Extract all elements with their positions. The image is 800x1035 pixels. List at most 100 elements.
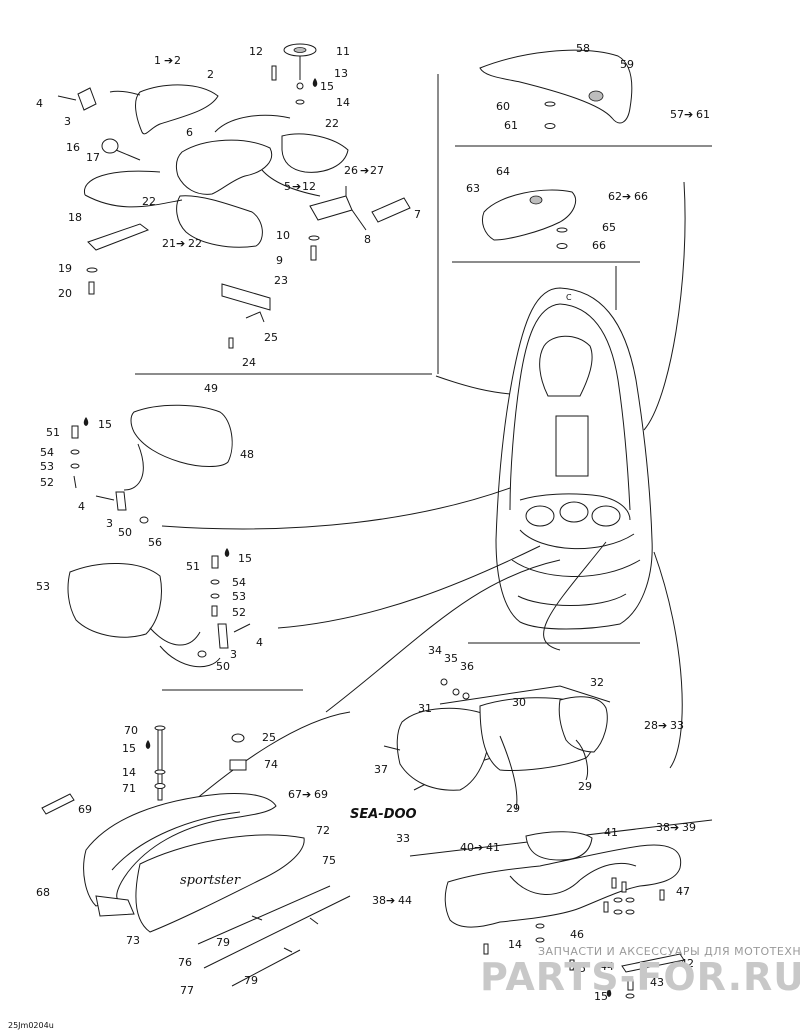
callout-27: 27 <box>370 164 384 177</box>
callout-13: 13 <box>334 67 348 80</box>
callout-53: 53 <box>40 460 54 473</box>
callout-38-b: 38 <box>372 894 386 907</box>
callout-75: 75 <box>322 854 336 867</box>
seat-assembly: SEA-DOO <box>350 678 611 822</box>
part-68-endcap <box>95 895 135 917</box>
callout-4: 4 <box>36 97 43 110</box>
callout-4-c: 4 <box>256 636 263 649</box>
callout-15-e: 15 <box>594 990 608 1003</box>
callout-11: 11 <box>336 45 350 58</box>
callout-59: 59 <box>620 58 634 71</box>
callout-74: 74 <box>264 758 278 771</box>
callout-45: 45 <box>572 962 586 975</box>
part-22-lower-pad <box>176 195 263 248</box>
callout-18: 18 <box>68 211 82 224</box>
svg-text:C: C <box>566 293 572 302</box>
callout-64: 64 <box>496 165 510 178</box>
callout-8: 8 <box>364 233 371 246</box>
callout-6: 6 <box>186 126 193 139</box>
callout-51: 51 <box>46 426 60 439</box>
callout-34: 34 <box>428 644 442 657</box>
callout-4-b: 4 <box>78 500 85 513</box>
callout-40: 40 <box>460 841 474 854</box>
part-6-backrest <box>175 139 272 195</box>
callout-32: 32 <box>590 676 604 689</box>
callout-69: 69 <box>78 803 92 816</box>
callout-54: 54 <box>40 446 54 459</box>
side-panel-group: sportster <box>41 725 351 987</box>
callout-20: 20 <box>58 287 72 300</box>
callout-7: 7 <box>414 208 421 221</box>
callout-9: 9 <box>276 254 283 267</box>
callout-19: 19 <box>58 262 72 275</box>
callout-67: 67 <box>288 788 302 801</box>
part-2-bolster <box>135 84 219 135</box>
sportster-script-text: sportster <box>180 873 241 888</box>
part-23-bracket <box>221 283 271 311</box>
callout-15-d: 15 <box>122 742 136 755</box>
arrow-26-27: ➔ <box>360 164 369 177</box>
callout-25-b: 25 <box>262 731 276 744</box>
callout-61: 61 <box>504 119 518 132</box>
arrow-67-69: ➔ <box>302 788 311 801</box>
callout-15: 15 <box>320 80 334 93</box>
callout-63: 63 <box>466 182 480 195</box>
callout-62: 62 <box>608 190 622 203</box>
arrow-5-12: ➔ <box>292 180 301 193</box>
callout-66: 66 <box>592 239 606 252</box>
arrow-57-61: ➔ <box>684 108 693 121</box>
storage-covers <box>479 49 633 249</box>
callout-52: 52 <box>40 476 54 489</box>
lower-seat-group <box>444 831 685 999</box>
part-63-cover <box>481 189 576 241</box>
callout-50: 50 <box>118 526 132 539</box>
callout-12: 12 <box>249 45 263 58</box>
part-8-bracket <box>309 195 353 221</box>
arrow-38-39: ➔ <box>670 821 679 834</box>
callout-21-22: 22 <box>188 237 202 250</box>
callout-56: 56 <box>148 536 162 549</box>
callout-40-41: 41 <box>486 841 500 854</box>
callout-1-end: 2 <box>174 54 181 67</box>
seadoo-logo-text: SEA-DOO <box>350 807 417 822</box>
callout-44: 44 <box>600 960 614 973</box>
callout-57: 57 <box>670 108 684 121</box>
callout-17: 17 <box>86 151 100 164</box>
callout-1: 1 <box>154 54 161 67</box>
callout-22-mid: 22 <box>142 195 156 208</box>
arrow-28-33: ➔ <box>658 719 667 732</box>
callout-42: 42 <box>680 957 694 970</box>
backrest-group <box>57 43 411 349</box>
part-56-cushion <box>67 563 162 638</box>
callout-50-b: 50 <box>216 660 230 673</box>
callout-37: 37 <box>374 763 388 776</box>
callout-21: 21 <box>162 237 176 250</box>
arrow-40-41: ➔ <box>474 841 483 854</box>
drop-markers <box>83 78 612 997</box>
callout-31: 31 <box>418 702 432 715</box>
callout-72: 72 <box>316 824 330 837</box>
part-42-bracket <box>621 953 685 973</box>
callout-33: 33 <box>396 832 410 845</box>
callout-35: 35 <box>444 652 458 665</box>
part-31-seat <box>396 707 491 791</box>
callout-24: 24 <box>242 356 256 369</box>
part-58-cover <box>479 49 633 124</box>
callout-77: 77 <box>180 984 194 997</box>
arrow-21-22: ➔ <box>176 237 185 250</box>
callout-53-c: 53 <box>232 590 246 603</box>
part-32-seat <box>558 696 608 753</box>
arrow-38-44: ➔ <box>386 894 395 907</box>
callout-15-b: 15 <box>98 418 112 431</box>
callout-5-12: 12 <box>302 180 316 193</box>
callout-43: 43 <box>650 976 664 989</box>
part-7-decal <box>371 197 411 223</box>
callout-49: 49 <box>204 382 218 395</box>
part-49-cushion <box>130 404 233 467</box>
callout-2: 2 <box>207 68 214 81</box>
callout-53-b: 53 <box>36 580 50 593</box>
callout-46: 46 <box>570 928 584 941</box>
callout-67-69: 69 <box>314 788 328 801</box>
front-seat-cushion <box>70 404 233 524</box>
